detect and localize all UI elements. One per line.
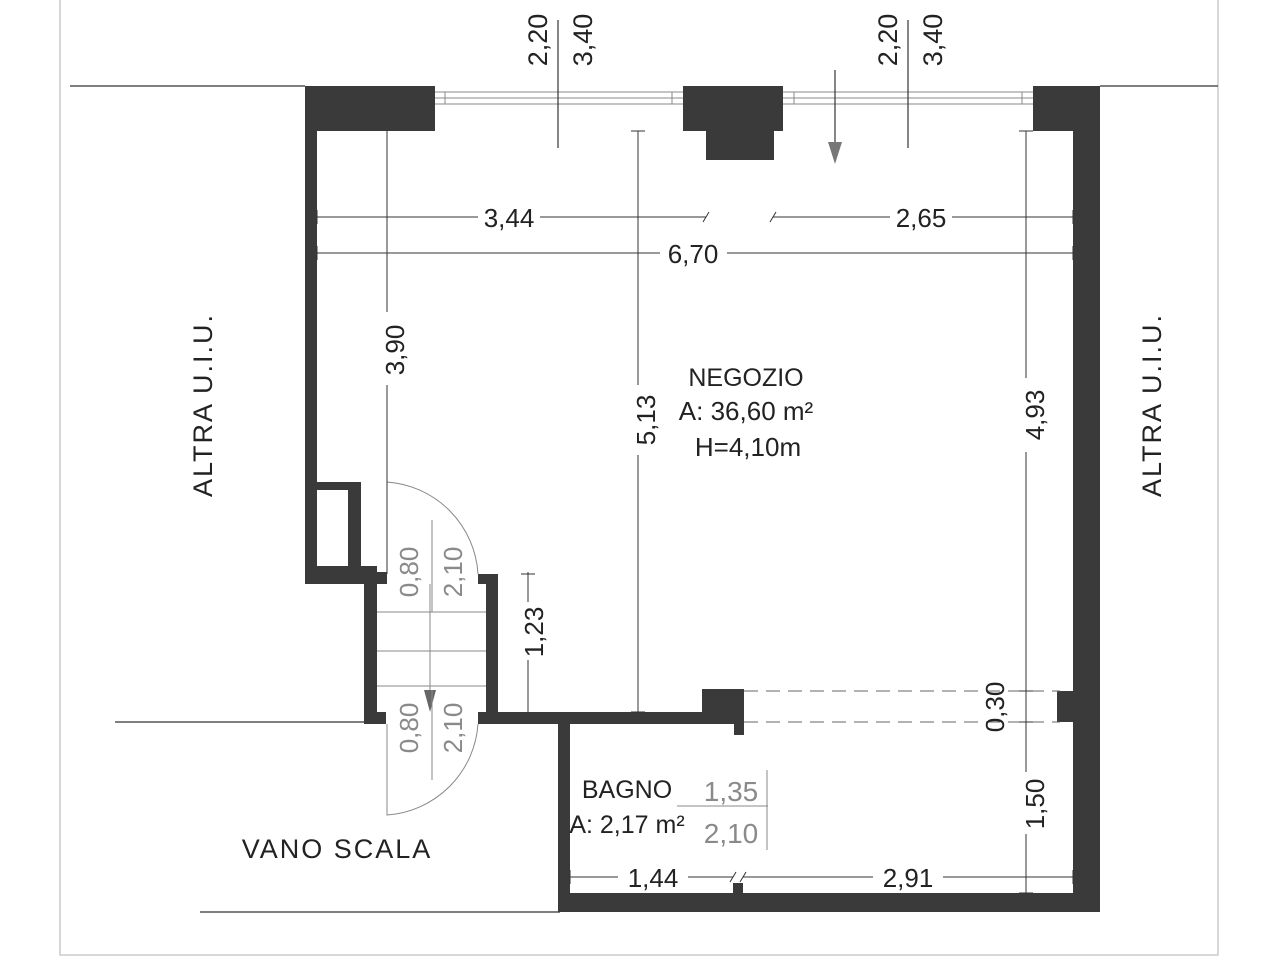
wall-pier-top-left (305, 86, 435, 131)
window-right-height: 3,40 (918, 14, 948, 67)
room-negozio-area: A: 36,60 m² (679, 396, 814, 426)
wall-stair-right-foot (478, 712, 498, 724)
dim-width-total: 6,70 (668, 239, 719, 269)
door-lower-height: 2,10 (438, 703, 468, 754)
dim-bagno-width-left: 1,44 (628, 863, 679, 893)
wall-partition-jamb (734, 689, 744, 735)
dim-bagno-width-right: 2,91 (883, 863, 934, 893)
wall-bagno-bottom (558, 893, 1100, 912)
window-left-width: 2,20 (523, 14, 553, 67)
wall-right-upper (1073, 86, 1100, 691)
wall-niche-top (317, 482, 361, 490)
dim-bagno-depth: 1,50 (1020, 779, 1050, 830)
wall-stair-right-head (478, 574, 498, 584)
page-frame (59, 0, 1219, 956)
dim-step-depth: 1,23 (519, 607, 549, 658)
wall-right-lower (1073, 722, 1100, 912)
entrance-arrow-icon (828, 142, 842, 164)
dimension-lines (316, 130, 1074, 894)
dim-right-depth: 4,93 (1020, 390, 1050, 441)
room-negozio-name: NEGOZIO (688, 364, 803, 392)
door-swing-upper (386, 481, 479, 575)
room-bagno-area: A: 2,17 m² (569, 811, 684, 839)
dim-width-left: 3,44 (484, 203, 535, 233)
door-upper-width: 0,80 (394, 547, 424, 598)
window-left-height: 3,40 (568, 14, 598, 67)
wall-pier-top-center-lower (706, 131, 774, 160)
wall-niche-bottom (305, 566, 377, 584)
wall-pier-top-center (683, 86, 783, 131)
door-bagno-width: 1,35 (704, 776, 759, 807)
door-bagno-height: 2,10 (704, 818, 759, 849)
wall-bagno-bottom-nib (733, 883, 743, 895)
stair-down-arrow-icon (424, 690, 436, 712)
wall-left (305, 86, 317, 574)
door-swing-lower (386, 723, 479, 816)
wall-right-pier (1057, 691, 1100, 722)
label-right-neighbor: ALTRA U.I.U. (1137, 313, 1167, 497)
label-left-neighbor: ALTRA U.I.U. (188, 313, 218, 497)
label-stairwell: VANO SCALA (242, 834, 433, 864)
wall-stair-left-head (377, 572, 387, 584)
dim-width-right: 2,65 (896, 203, 947, 233)
room-bagno-name: BAGNO (582, 776, 672, 804)
room-negozio-height: H=4,10m (695, 432, 801, 462)
walls (305, 86, 1100, 912)
dim-left-depth: 3,90 (380, 325, 410, 376)
wall-niche-right (348, 482, 361, 574)
wall-stair-left-foot (364, 712, 386, 724)
dim-gap-height: 0,30 (980, 682, 1010, 733)
wall-bagno-left (558, 712, 570, 912)
wall-stair-right (486, 574, 498, 724)
door-upper-height: 2,10 (438, 547, 468, 598)
window-right-width: 2,20 (873, 14, 903, 67)
dim-center-depth: 5,13 (631, 395, 661, 446)
door-lower-width: 0,80 (394, 703, 424, 754)
wall-stair-left (364, 574, 377, 724)
